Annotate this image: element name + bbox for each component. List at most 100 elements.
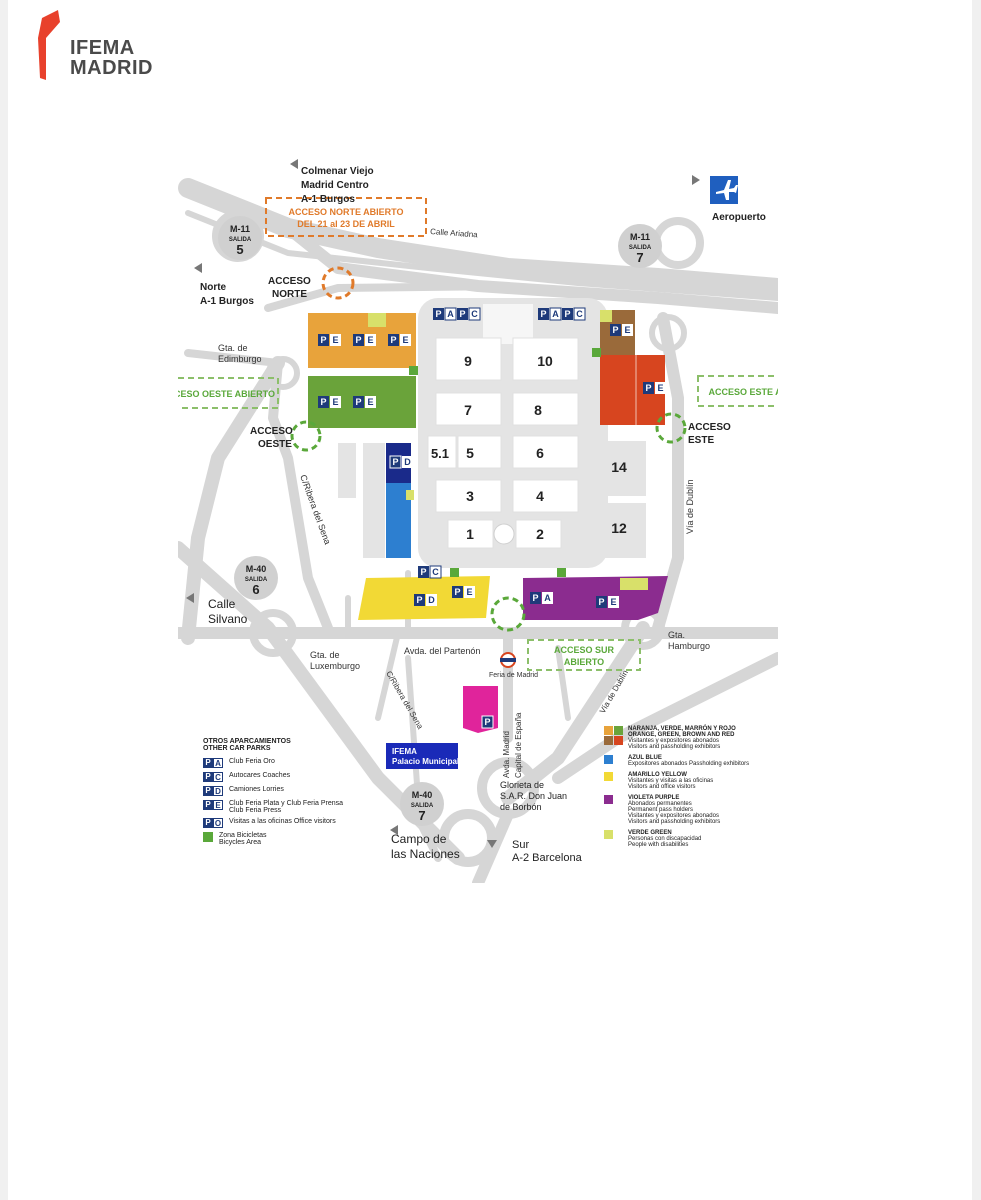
venue-map[interactable]: 9 10 7 8 5.1 5 6 3 4 1 2 14 12: [178, 158, 778, 883]
svg-text:P: P: [320, 397, 326, 407]
svg-text:E: E: [624, 325, 630, 335]
svg-text:P: P: [645, 383, 651, 393]
swatch-cell: [604, 795, 613, 804]
hall-14[interactable]: 14: [596, 441, 646, 496]
svg-text:1: 1: [466, 526, 474, 542]
logo-text: IFEMA MADRID: [70, 38, 153, 78]
svg-text:C: C: [471, 309, 478, 319]
svg-text:10: 10: [537, 353, 553, 369]
hall-2[interactable]: 2: [515, 519, 562, 549]
central-plaza: [493, 523, 515, 545]
hall-10[interactable]: 10: [512, 337, 579, 381]
access-norte-marker: [321, 266, 355, 300]
svg-text:Madrid Centro: Madrid Centro: [301, 180, 369, 191]
hall-3[interactable]: 3: [435, 479, 502, 513]
legend-text: Visitantes y expositores abonados: [628, 738, 719, 744]
badge-p-palacio: P: [481, 715, 494, 729]
svg-text:P: P: [540, 309, 546, 319]
svg-text:DEL 21 al 23 DE ABRIL: DEL 21 al 23 DE ABRIL: [297, 219, 395, 229]
label-via-dublin: Vía de Dublín: [685, 479, 695, 534]
access-markers[interactable]: [290, 266, 687, 632]
badge-p: P: [203, 786, 213, 796]
label-partenon: Avda. del Partenón: [404, 646, 480, 656]
legend-text: People with disabilities: [628, 842, 689, 848]
bicycle-icon: [203, 832, 213, 842]
badge-code: D: [213, 786, 223, 796]
logo-line-2: MADRID: [70, 57, 153, 79]
access-sur-marker: [490, 596, 526, 632]
hall-8[interactable]: 8: [512, 392, 579, 426]
svg-text:P: P: [454, 587, 460, 597]
logo-mark-icon: [38, 10, 60, 80]
hall-5[interactable]: 5: [457, 435, 502, 469]
parking-purple[interactable]: [523, 576, 668, 620]
badge-code: C: [213, 772, 223, 782]
legend-title: OTROS APARCAMIENTOS: [203, 738, 291, 745]
svg-text:E: E: [332, 397, 338, 407]
color-swatch-icon: [604, 755, 623, 764]
label-calle-ariadna: Calle Ariadna: [430, 227, 479, 239]
svg-text:P: P: [459, 309, 465, 319]
side-building: [338, 443, 356, 498]
svg-text:14: 14: [611, 459, 627, 475]
svg-text:P: P: [484, 717, 490, 727]
color-swatch-icon: [604, 726, 623, 745]
svg-text:Hamburgo: Hamburgo: [668, 641, 710, 651]
legend-text: Club Feria Oro: [229, 758, 275, 765]
svg-text:SALIDA: SALIDA: [629, 245, 652, 251]
parking-red[interactable]: [600, 355, 665, 425]
svg-text:E: E: [367, 397, 373, 407]
svg-text:9: 9: [464, 353, 472, 369]
hall-4[interactable]: 4: [512, 479, 579, 513]
arrow-down-icon: [487, 840, 497, 848]
halls[interactable]: 9 10 7 8 5.1 5 6 3 4 1 2 14 12: [338, 337, 646, 558]
hall-7[interactable]: 7: [435, 392, 502, 426]
label-ribera-sena-2: C/Ribera del Sena: [384, 670, 425, 732]
svg-text:4: 4: [536, 488, 544, 504]
svg-text:M-40: M-40: [246, 564, 267, 574]
hall-6[interactable]: 6: [512, 435, 579, 469]
hall-12[interactable]: 12: [596, 503, 646, 558]
svg-text:SALIDA: SALIDA: [411, 803, 434, 809]
access-oeste-abierto-box: [178, 377, 279, 409]
svg-text:6: 6: [536, 445, 544, 461]
svg-text:NORTE: NORTE: [272, 289, 307, 300]
svg-text:SALIDA: SALIDA: [229, 237, 252, 243]
legend-text: Visitantes y visitas a las oficinas: [628, 778, 714, 784]
label-gta-hamburgo: Gta.: [668, 630, 685, 640]
access-boxes: [178, 197, 778, 671]
legend-text: Personas con discapacidad: [628, 836, 702, 842]
label-colmenar: Colmenar Viejo: [301, 166, 374, 177]
hall-9[interactable]: 9: [435, 337, 502, 381]
svg-text:A: A: [552, 309, 559, 319]
svg-text:A-1 Burgos: A-1 Burgos: [301, 194, 355, 205]
hall-1[interactable]: 1: [447, 519, 494, 549]
svg-text:3: 3: [466, 488, 474, 504]
swatch-cell: [614, 736, 623, 745]
legend-text: ORANGE, GREEN, BROWN AND RED: [628, 732, 735, 738]
hall-5-1[interactable]: 5.1: [427, 435, 457, 469]
page: IFEMA MADRID: [8, 0, 972, 1200]
access-norte-abierto-box: [265, 197, 427, 237]
svg-text:P: P: [355, 397, 361, 407]
svg-text:E: E: [466, 587, 472, 597]
